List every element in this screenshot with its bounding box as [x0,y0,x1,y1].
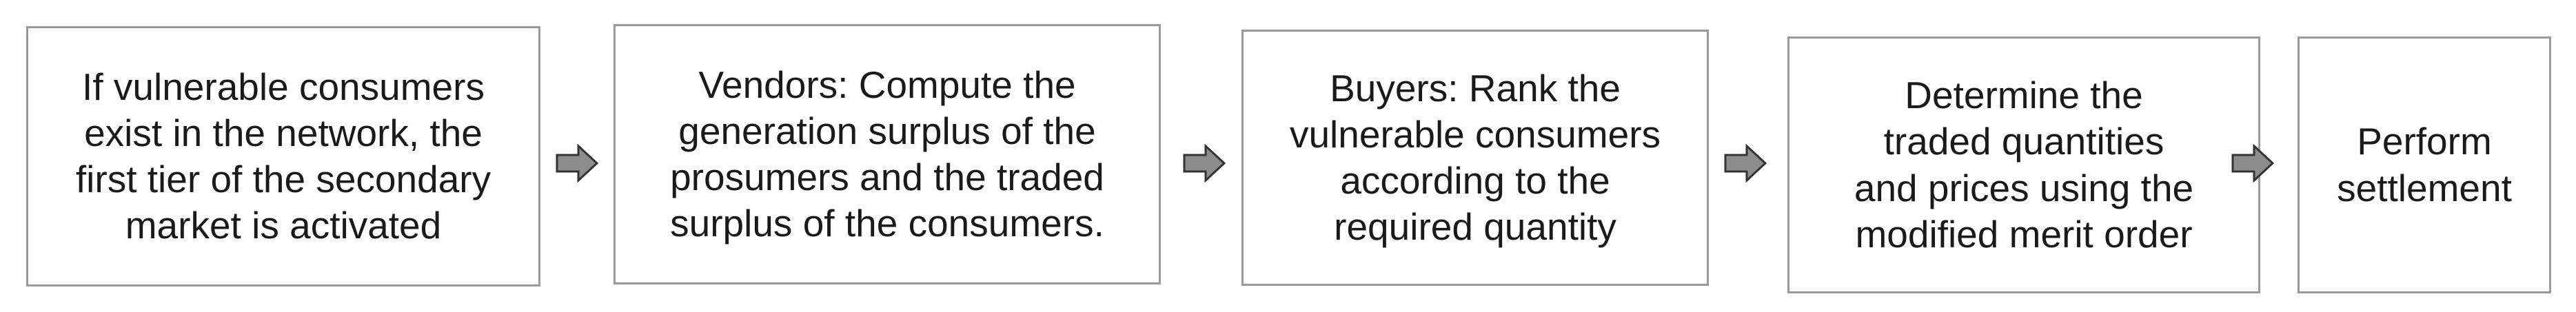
step-4-box: Determine the traded quantities and pric… [1787,37,2260,293]
right-arrow-icon [1182,144,1226,183]
right-arrow-icon [555,144,599,183]
right-arrow-icon [2231,144,2275,183]
step-1-box: If vulnerable consumers exist in the net… [26,26,540,287]
step-1-text: If vulnerable consumers exist in the net… [75,65,491,247]
step-5-text: Perform settlement [2337,120,2512,209]
right-arrow-icon [1723,144,1767,183]
step-2-box: Vendors: Compute the generation surplus … [613,24,1161,284]
step-5-box: Perform settlement [2298,37,2551,293]
step-2-text: Vendors: Compute the generation surplus … [670,63,1104,245]
step-4-text: Determine the traded quantities and pric… [1854,74,2194,256]
step-3-box: Buyers: Rank the vulnerable consumers ac… [1241,30,1709,286]
step-3-text: Buyers: Rank the vulnerable consumers ac… [1289,66,1661,249]
